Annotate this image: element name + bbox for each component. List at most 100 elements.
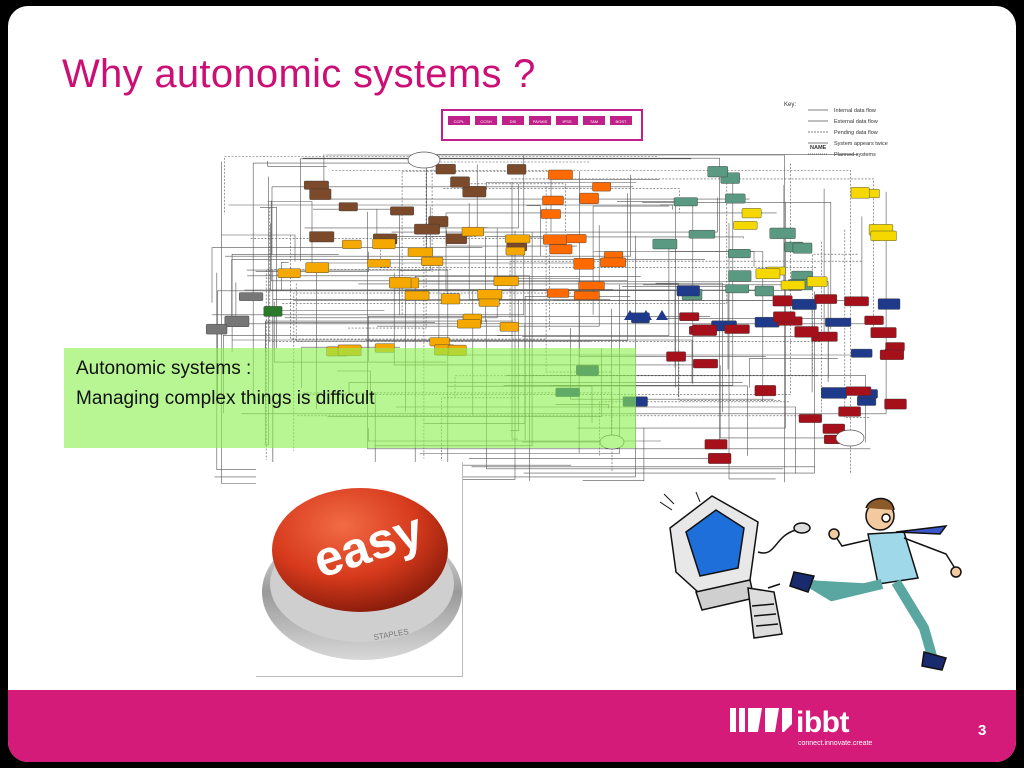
legend-title: Key: (784, 102, 796, 108)
legend-item: External data flow (808, 119, 878, 125)
system-box (303, 180, 329, 190)
system-box (877, 298, 901, 310)
man-kicking-computer-illustration (659, 491, 962, 671)
system-box (707, 166, 728, 178)
system-box (573, 291, 600, 300)
easy-button-image: easy STAPLES (256, 462, 463, 677)
system-box (566, 234, 587, 244)
system-box (309, 231, 335, 243)
system-box (838, 406, 861, 417)
svg-text:Planned systems: Planned systems (834, 152, 876, 158)
footer-bar (8, 690, 1016, 762)
system-box (772, 295, 793, 307)
system-box (239, 292, 264, 301)
system-box (821, 387, 847, 399)
system-box (592, 182, 611, 192)
svg-text:BOST: BOST (616, 119, 627, 124)
system-box (870, 327, 897, 338)
system-box (728, 270, 752, 282)
svg-text:CCSH: CCSH (480, 119, 491, 124)
system-box (543, 234, 567, 245)
system-box (666, 351, 686, 362)
system-box (825, 317, 852, 327)
system-box (755, 268, 781, 279)
system-box (435, 163, 456, 175)
system-box (885, 342, 905, 352)
svg-text:PAYMIS: PAYMIS (533, 119, 548, 124)
system-box (708, 453, 732, 464)
system-box (338, 202, 358, 212)
system-box (879, 349, 904, 360)
system-box (884, 398, 907, 410)
system-box (725, 284, 750, 294)
legend-item: System appears twice (808, 141, 888, 147)
svg-text:CCPL: CCPL (454, 119, 465, 124)
svg-text:IPSS: IPSS (562, 119, 571, 124)
system-box (547, 288, 570, 298)
system-box (773, 311, 796, 323)
legend-item: Planned systems (808, 152, 876, 158)
page-number: 3 (978, 722, 987, 739)
legend-item: Internal data flow (808, 108, 876, 114)
system-box (414, 223, 440, 235)
system-box (440, 293, 461, 305)
system-box (542, 195, 564, 205)
system-box (792, 298, 817, 310)
system-box (477, 289, 503, 300)
system-box (864, 315, 884, 325)
system-box (421, 256, 444, 266)
easy-button-icon: easy STAPLES (262, 488, 462, 660)
system-box (806, 276, 828, 287)
system-box (845, 386, 872, 396)
callout-line-1: Autonomic systems : (76, 358, 252, 379)
system-box (724, 324, 750, 334)
system-box (652, 238, 678, 250)
system-box (850, 187, 870, 199)
system-box (754, 285, 774, 297)
logo-text: ibbt (796, 706, 849, 739)
system-box (794, 326, 819, 338)
system-box (507, 164, 527, 175)
system-box (457, 319, 482, 329)
system-box (205, 323, 228, 335)
system-box (372, 238, 396, 250)
system-box (814, 294, 838, 304)
system-box (478, 297, 500, 307)
system-box (493, 276, 519, 286)
system-box (792, 242, 813, 254)
system-box (728, 249, 751, 259)
system-box (389, 277, 412, 289)
system-box (224, 315, 250, 327)
system-box (688, 229, 716, 239)
top-system-box: IPSS (556, 116, 578, 125)
system-box (578, 281, 605, 290)
system-box (573, 258, 595, 270)
system-box (450, 176, 470, 188)
system-box (851, 348, 873, 358)
system-box (692, 324, 717, 336)
system-box (305, 262, 330, 273)
system-box (870, 230, 897, 241)
system-box (673, 197, 698, 207)
top-system-box: CCPL (448, 116, 470, 125)
top-system-box: PAYMIS (529, 116, 551, 125)
logo-tagline: connect.innovate.create (798, 740, 873, 747)
system-box (741, 208, 762, 219)
system-box (445, 233, 468, 244)
svg-text:System appears twice: System appears twice (834, 141, 888, 147)
system-box (277, 268, 301, 278)
system-box (693, 359, 718, 369)
system-box (600, 257, 626, 268)
system-box (769, 227, 796, 239)
svg-text:External data flow: External data flow (834, 119, 878, 125)
system-box (309, 188, 332, 200)
system-box (679, 312, 700, 321)
system-box (733, 221, 758, 230)
svg-text:Internal data flow: Internal data flow (834, 108, 876, 114)
system-box (549, 244, 573, 255)
system-box (798, 414, 822, 423)
legend-name-label: NAME (810, 145, 827, 151)
system-box (505, 246, 526, 256)
svg-text:TAM: TAM (590, 119, 598, 124)
